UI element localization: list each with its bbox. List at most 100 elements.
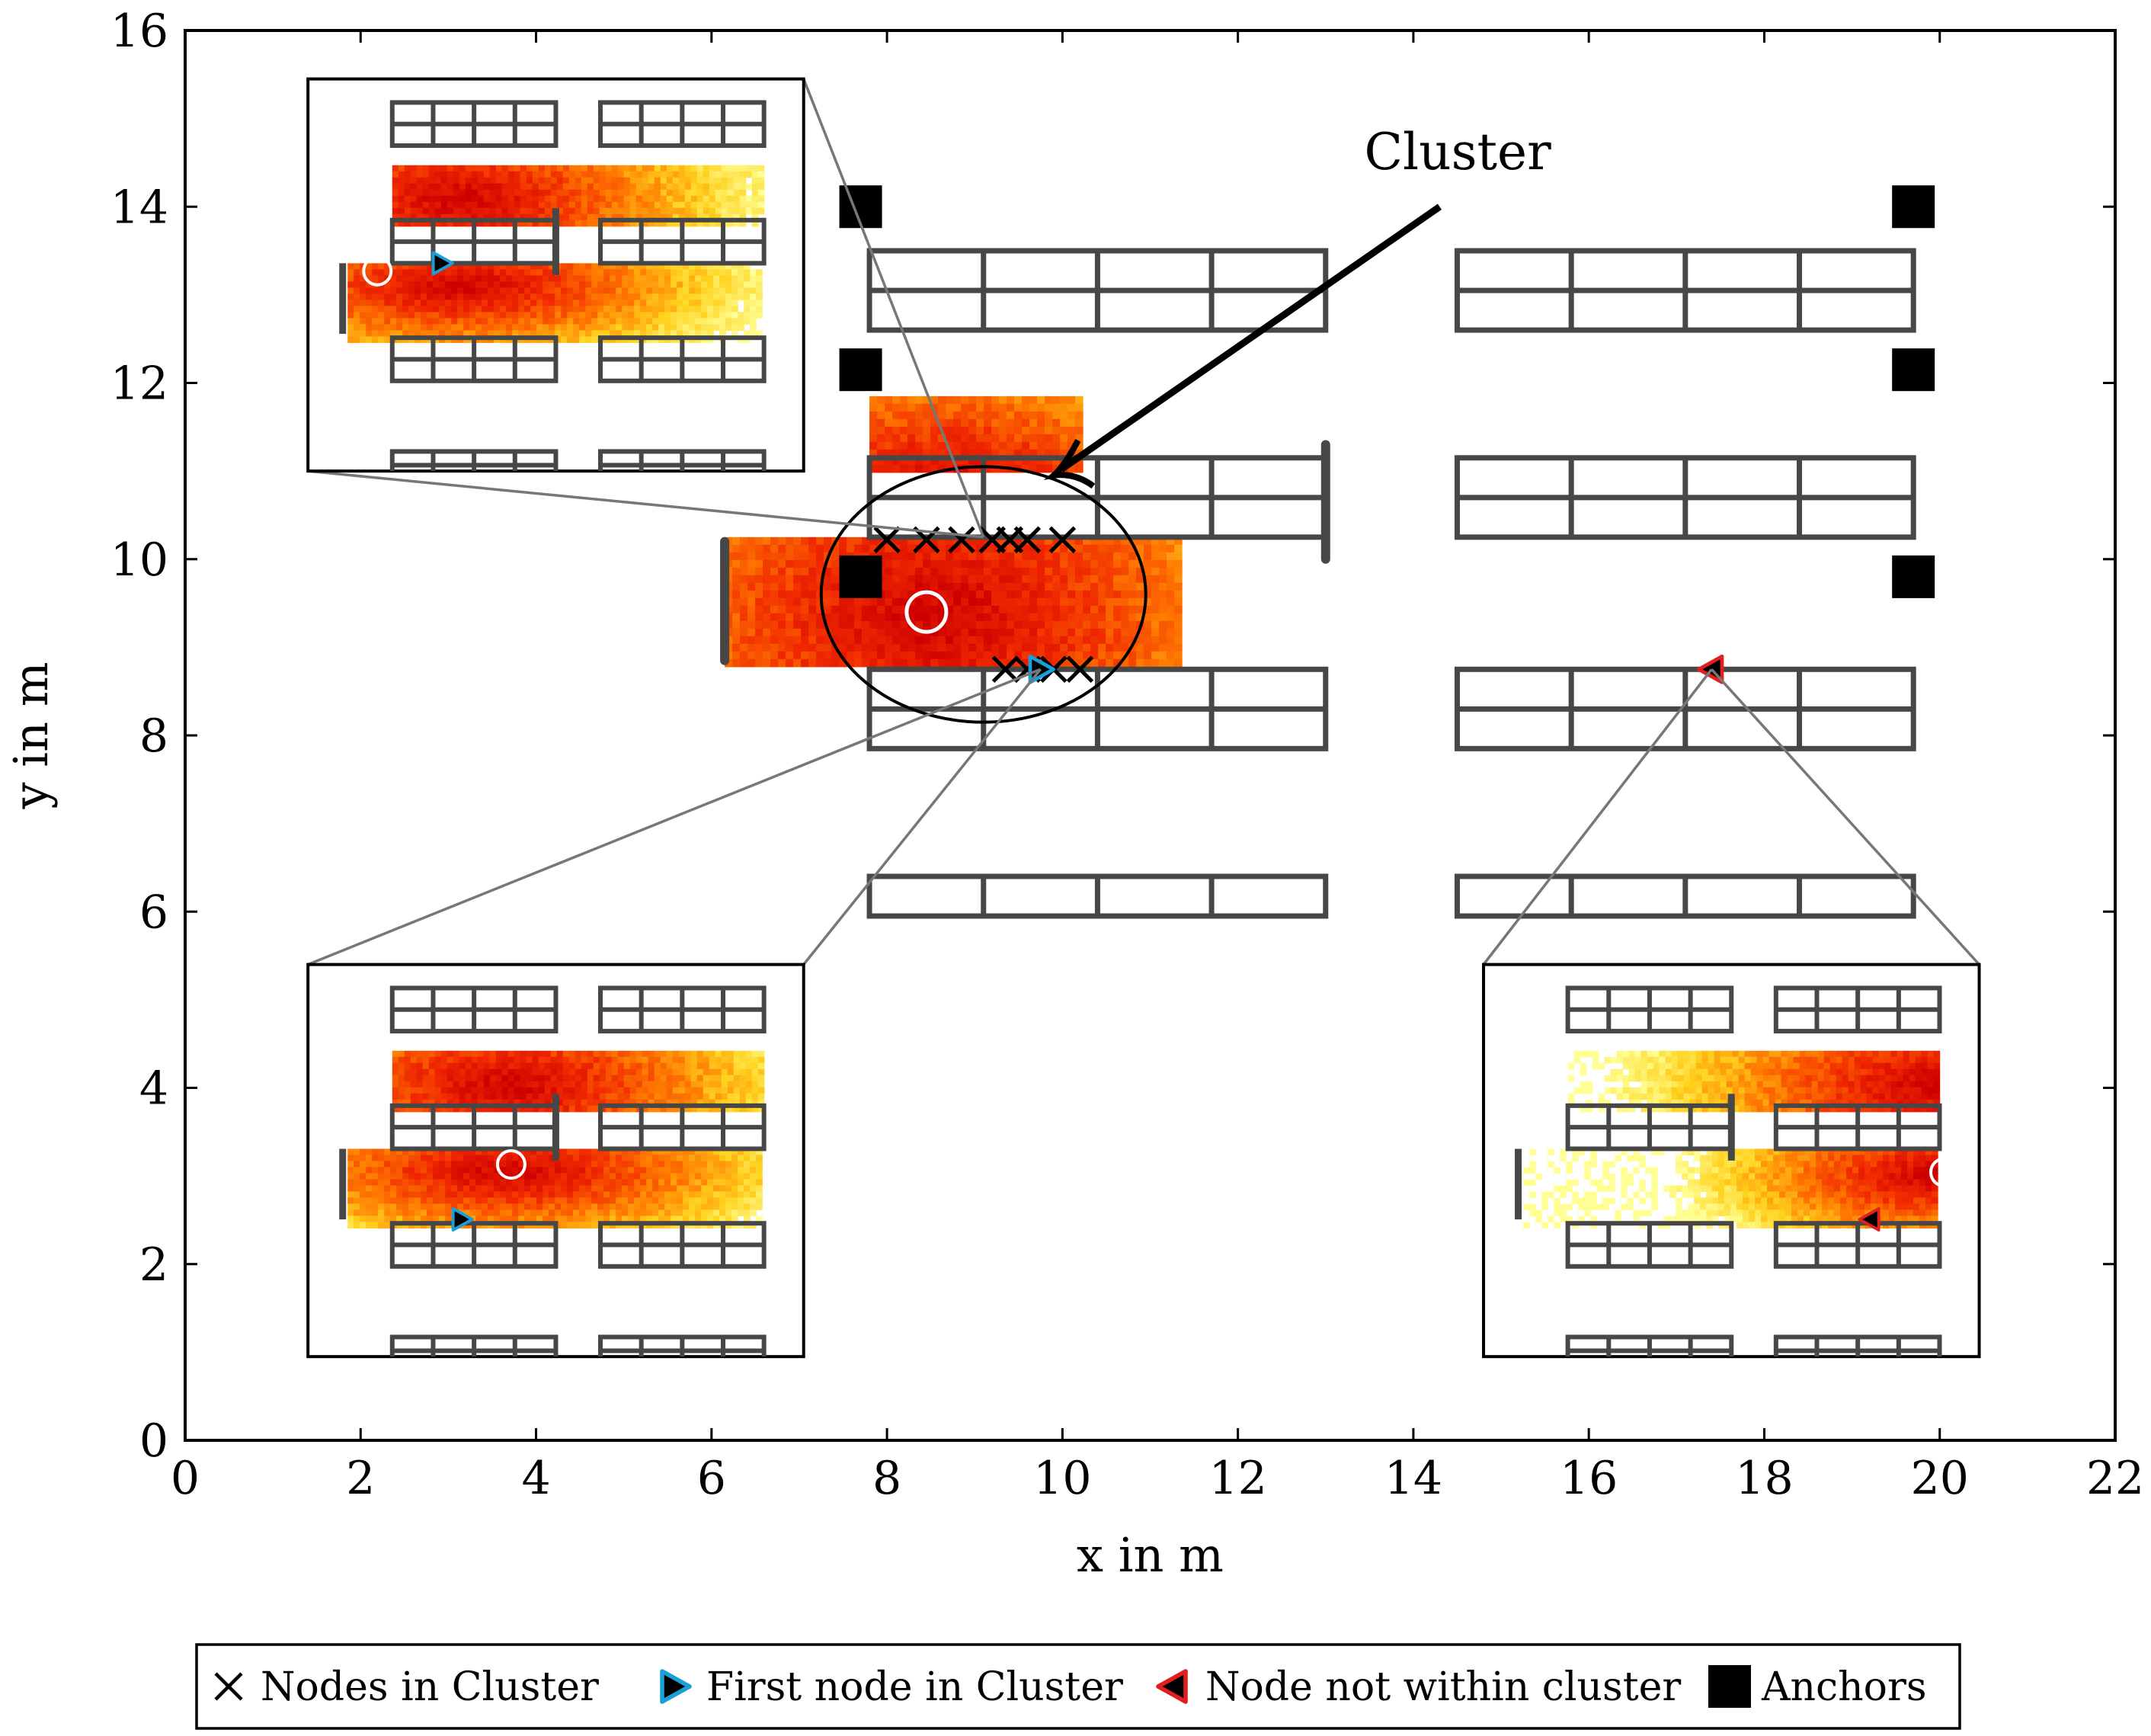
- heatmap-cell: [447, 1105, 454, 1113]
- heatmap-cell: [514, 171, 521, 178]
- heatmap-cell: [1836, 1075, 1843, 1082]
- heatmap-cell: [654, 189, 661, 197]
- heatmap-cell: [732, 590, 741, 599]
- heatmap-cell: [953, 403, 962, 412]
- heatmap-cell: [495, 201, 503, 209]
- heatmap-cell: [445, 306, 452, 313]
- heatmap-cell: [477, 171, 485, 178]
- heatmap-cell: [520, 195, 527, 203]
- heatmap-cell: [854, 620, 863, 629]
- heatmap-cell: [556, 1099, 564, 1107]
- heatmap-cell: [757, 1062, 765, 1070]
- heatmap-cell: [915, 636, 923, 645]
- anchor-marker: [839, 555, 882, 598]
- heatmap-cell: [1022, 434, 1030, 443]
- heatmap-cell: [536, 281, 543, 289]
- heatmap-cell: [831, 582, 840, 591]
- heatmap-cell: [366, 287, 373, 295]
- heatmap-cell: [658, 269, 665, 277]
- heatmap-cell: [434, 189, 442, 197]
- heatmap-cell: [1872, 1093, 1880, 1100]
- heatmap-cell: [1775, 1081, 1782, 1088]
- heatmap-cell: [727, 1099, 735, 1107]
- heatmap-cell: [489, 1105, 497, 1113]
- heatmap-cell: [725, 1155, 732, 1162]
- heatmap-cell: [579, 1167, 586, 1174]
- heatmap-cell: [549, 1197, 555, 1205]
- heatmap-cell: [1720, 1093, 1727, 1100]
- heatmap-cell: [494, 1155, 501, 1162]
- heatmap-cell: [984, 536, 992, 546]
- heatmap-cell: [514, 201, 521, 209]
- heatmap-cell: [719, 1191, 726, 1199]
- heatmap-cell: [869, 605, 878, 614]
- heatmap-cell: [622, 293, 629, 301]
- heatmap-cell: [445, 1185, 452, 1193]
- heatmap-cell: [1029, 426, 1038, 435]
- heatmap-cell: [427, 287, 434, 295]
- heatmap-cell: [495, 189, 503, 197]
- heatmap-cell: [885, 643, 893, 652]
- heatmap-cell: [731, 281, 738, 289]
- heatmap-cell: [568, 189, 576, 197]
- heatmap-cell: [707, 1185, 714, 1193]
- heatmap-cell: [733, 207, 741, 215]
- heatmap-cell: [757, 1087, 765, 1094]
- heatmap-cell: [634, 1191, 641, 1199]
- heatmap-cell: [520, 1105, 527, 1113]
- heatmap-cell: [953, 434, 962, 443]
- heatmap-cell: [666, 1081, 674, 1088]
- heatmap-cell: [648, 195, 655, 203]
- heatmap-cell: [573, 1179, 580, 1187]
- heatmap-cell: [770, 628, 779, 637]
- heatmap-cell: [1060, 658, 1068, 668]
- heatmap-cell: [1768, 1062, 1776, 1070]
- heatmap-cell: [778, 636, 786, 645]
- heatmap-cell: [415, 1191, 421, 1199]
- heatmap-cell: [623, 165, 631, 172]
- heatmap-cell: [538, 207, 546, 215]
- heatmap-cell: [648, 1087, 655, 1094]
- heatmap-cell: [892, 449, 901, 458]
- heatmap-cell: [892, 582, 901, 591]
- heatmap-cell: [354, 281, 360, 289]
- heatmap-cell: [757, 201, 765, 209]
- heatmap-cell: [652, 324, 659, 332]
- heatmap-cell: [392, 1075, 399, 1082]
- heatmap-cell: [824, 544, 832, 553]
- heatmap-cell: [816, 536, 824, 546]
- heatmap-cell: [471, 1050, 479, 1058]
- heatmap-cell: [439, 269, 446, 277]
- heatmap-cell: [489, 177, 497, 184]
- heatmap-cell: [616, 1203, 623, 1211]
- heatmap-cell: [678, 1075, 686, 1082]
- heatmap-cell: [892, 651, 901, 660]
- heatmap-cell: [628, 275, 635, 283]
- heatmap-cell: [549, 269, 555, 277]
- heatmap-cell: [390, 306, 397, 313]
- heatmap-cell: [707, 330, 714, 338]
- heatmap-cell: [1159, 605, 1167, 614]
- heatmap-cell: [869, 426, 878, 435]
- heatmap-cell: [360, 287, 367, 295]
- heatmap-cell: [696, 1056, 704, 1064]
- heatmap-cell: [1781, 1093, 1788, 1100]
- heatmap-cell: [427, 293, 434, 301]
- heatmap-cell: [518, 269, 525, 277]
- heatmap-cell: [1128, 613, 1137, 622]
- heatmap-cell: [1622, 1105, 1630, 1113]
- heatmap-cell: [658, 1209, 665, 1217]
- heatmap-cell: [1167, 651, 1175, 660]
- heatmap-cell: [642, 1075, 649, 1082]
- heatmap-cell: [573, 1161, 580, 1168]
- heatmap-cell: [605, 213, 613, 221]
- heatmap-cell: [707, 312, 714, 319]
- heatmap-cell: [690, 177, 698, 184]
- heatmap-cell: [520, 1062, 527, 1070]
- heatmap-cell: [690, 189, 698, 197]
- heatmap-cell: [512, 330, 519, 338]
- heatmap-cell: [642, 189, 649, 197]
- heatmap-cell: [408, 318, 415, 325]
- heatmap-cell: [1075, 396, 1084, 405]
- heatmap-cell: [968, 426, 977, 435]
